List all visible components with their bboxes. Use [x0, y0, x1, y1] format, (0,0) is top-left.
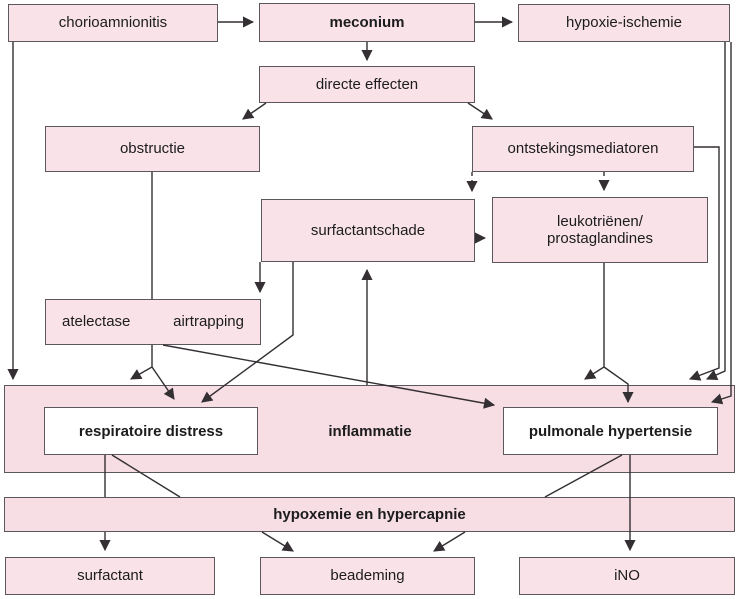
node-leukotrienen-line1: leukotriënen/: [557, 212, 643, 230]
arrow-atelectase-to-inflammatie: [130, 345, 153, 380]
arrow-mediatoren-to-inflammatie-right: [688, 146, 720, 381]
node-atelectase-label: atelectase: [62, 313, 131, 331]
arrow-leukotrienen-to-inflammatie: [584, 263, 605, 380]
node-surfactant: surfactant: [5, 557, 215, 595]
node-surfactantschade-label: surfactantschade: [310, 221, 426, 239]
node-directe-effecten: directe effecten: [259, 66, 475, 103]
node-directe-effecten-label: directe effecten: [315, 75, 419, 93]
node-obstructie: obstructie: [45, 126, 260, 172]
node-surfactant-label: surfactant: [77, 567, 143, 585]
node-leukotrienen-line2: prostaglandines: [547, 230, 653, 247]
node-atelectase-airtrapping: atelectase airtrapping: [45, 299, 261, 345]
node-respiratoire-distress: respiratoire distress: [44, 407, 258, 455]
node-airtrapping-label: airtrapping: [173, 313, 244, 331]
arrow-directe-to-obstructie: [242, 102, 267, 120]
node-pulmonale-hypertensie: pulmonale hypertensie: [503, 407, 718, 455]
arrow-hypoxie-to-inflammatie: [705, 42, 726, 381]
node-surfactantschade: surfactantschade: [261, 199, 475, 262]
node-ontstekingsmediatoren: ontstekingsmediatoren: [472, 126, 694, 172]
arrow-hypoxie-to-pulmonale: [710, 42, 732, 405]
node-chorioamnionitis: chorioamnionitis: [8, 4, 218, 42]
node-leukotrienen-prostaglandines: leukotriënen/ prostaglandines: [492, 197, 708, 263]
node-beademing-label: beademing: [330, 567, 405, 585]
node-chorioamnionitis-label: chorioamnionitis: [58, 14, 168, 32]
node-respiratoire-distress-label: respiratoire distress: [78, 422, 224, 440]
band-inflammatie-label-wrap: inflammatie: [300, 407, 440, 455]
band-hypoxemie-label: hypoxemie en hypercapnie: [273, 506, 466, 523]
node-hypoxie-ischemie: hypoxie-ischemie: [518, 4, 730, 42]
arrow-directe-to-ontstekingsmediatoren: [467, 102, 493, 120]
node-iNO-label: iNO: [614, 567, 640, 585]
arrow-hypoxemie-to-beademing-left: [261, 531, 294, 552]
node-meconium-label: meconium: [329, 13, 405, 31]
node-obstructie-label: obstructie: [119, 140, 186, 158]
node-pulmonale-hypertensie-label: pulmonale hypertensie: [528, 422, 693, 440]
node-iNO: iNO: [519, 557, 735, 595]
band-inflammatie-label: inflammatie: [328, 422, 412, 440]
node-ontstekingsmediatoren-label: ontstekingsmediatoren: [507, 140, 659, 158]
node-beademing: beademing: [260, 557, 475, 595]
node-hypoxie-ischemie-label: hypoxie-ischemie: [566, 14, 682, 32]
arrow-hypoxemie-to-beademing-right: [433, 531, 466, 552]
node-meconium: meconium: [259, 3, 475, 42]
band-hypoxemie-hypercapnie: hypoxemie en hypercapnie: [4, 497, 735, 532]
